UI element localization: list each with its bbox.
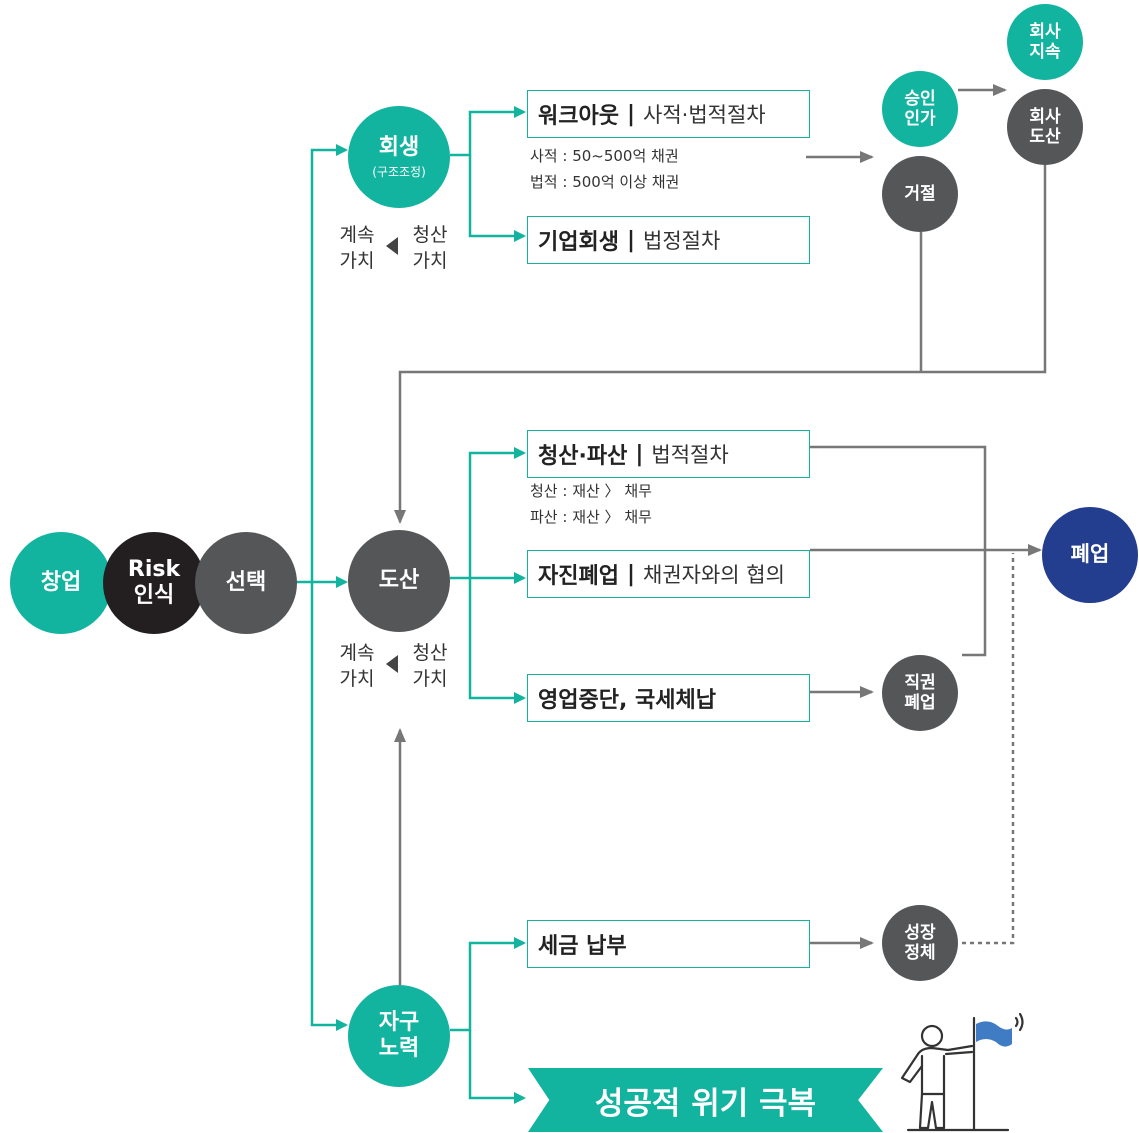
arrow-to-corp-rehab bbox=[468, 155, 526, 242]
choice-label: 선택 bbox=[225, 569, 267, 595]
arrow-to-rehab bbox=[296, 144, 348, 584]
voluntary-title: 자진폐업 bbox=[538, 564, 619, 589]
stagnation-circle: 성장 정체 bbox=[882, 905, 958, 981]
tax-payment-title: 세금 납부 bbox=[538, 934, 627, 959]
risk-label-1: Risk bbox=[127, 556, 181, 582]
dashed-line-to-closure bbox=[962, 553, 1015, 945]
voluntary-procedure: 채권자와의 협의 bbox=[643, 563, 785, 587]
rehab-value-left-1: 계속 bbox=[339, 224, 375, 246]
liquidation-notes: 청산 : 재산 〉 채무 파산 : 재산 〉 채무 bbox=[530, 478, 652, 530]
corp-rehab-procedure: 법정절차 bbox=[643, 229, 721, 253]
comparison-triangle bbox=[386, 655, 398, 673]
rehab-circle: 회생 (구조조정) bbox=[348, 106, 450, 208]
liquidation-note-2: 파산 : 재산 〉 채무 bbox=[530, 508, 652, 526]
approval-circle: 승인 인가 bbox=[882, 71, 958, 147]
closure-circle: 폐업 bbox=[1042, 507, 1138, 603]
arrow-to-success bbox=[468, 1030, 526, 1104]
workout-separator: | bbox=[626, 101, 636, 127]
approval-line2: 인가 bbox=[904, 109, 936, 129]
rehab-title: 회생 bbox=[378, 134, 420, 160]
bankrupt-value-left-1: 계속 bbox=[339, 642, 375, 664]
success-text: 성공적 위기 극복 bbox=[594, 1085, 817, 1122]
bankrupt-value-right-1: 청산 bbox=[412, 642, 448, 664]
bankrupt-title: 도산 bbox=[378, 567, 420, 593]
arrow-to-suspension bbox=[468, 578, 526, 704]
corp-rehab-title: 기업회생 bbox=[538, 230, 619, 255]
bankrupt-going-concern-value: 계속 가치 bbox=[332, 640, 382, 692]
comparison-triangle bbox=[386, 237, 398, 255]
liquidation-title: 청산·파산 bbox=[538, 444, 628, 469]
bankrupt-liquidation-value: 청산 가치 bbox=[405, 640, 455, 692]
arrow-back-to-bankrupt bbox=[394, 165, 1047, 524]
voluntary-separator: | bbox=[626, 561, 636, 587]
suspension-box: 영업중단, 국세체납 bbox=[527, 674, 810, 722]
workout-title: 워크아웃 bbox=[538, 104, 619, 129]
arrow-to-tax bbox=[450, 937, 526, 1032]
company-continue-circle: 회사 지속 bbox=[1007, 4, 1083, 80]
liquidation-separator: | bbox=[635, 441, 644, 467]
rehab-liquidation-value: 청산 가치 bbox=[405, 222, 455, 274]
rehab-subtitle: (구조조정) bbox=[372, 165, 426, 179]
ex-officio-line1: 직권 bbox=[904, 672, 936, 693]
bankrupt-circle: 도산 bbox=[348, 530, 450, 632]
self-effort-circle: 자구 노력 bbox=[348, 985, 450, 1087]
corp-bankrupt-line2: 도산 bbox=[1029, 127, 1061, 147]
liquidation-note-1: 청산 : 재산 〉 채무 bbox=[530, 482, 652, 500]
liquidation-box: 청산·파산 | 법적절차 bbox=[527, 430, 810, 478]
rehab-value-left-2: 가치 bbox=[339, 250, 375, 272]
company-bankrupt-circle: 회사 도산 bbox=[1007, 89, 1083, 165]
workout-procedure: 사적·법적절차 bbox=[643, 103, 766, 127]
stagnation-line2: 정체 bbox=[904, 943, 936, 963]
workout-note-2: 법적 : 500억 이상 채권 bbox=[530, 173, 680, 191]
self-effort-line1: 자구 bbox=[378, 1009, 420, 1035]
risk-circle: Risk 인식 bbox=[103, 532, 205, 634]
workout-notes: 사적 : 50~500억 채권 법적 : 500억 이상 채권 bbox=[530, 143, 679, 195]
arrow-to-liquidation bbox=[450, 447, 526, 580]
bankrupt-value-right-2: 가치 bbox=[412, 668, 448, 690]
ex-officio-closure-circle: 직권 폐업 bbox=[882, 655, 958, 731]
closure-label: 폐업 bbox=[1070, 542, 1110, 567]
ex-officio-line2: 폐업 bbox=[904, 693, 936, 713]
continue-line1: 회사 bbox=[1029, 21, 1061, 42]
arrow-to-self-effort bbox=[310, 582, 348, 1031]
rehab-value-right-2: 가치 bbox=[412, 250, 448, 272]
stagnation-line1: 성장 bbox=[904, 922, 936, 943]
bankrupt-value-left-2: 가치 bbox=[339, 668, 375, 690]
liquidation-procedure: 법적절차 bbox=[651, 443, 729, 467]
tax-payment-box: 세금 납부 bbox=[527, 920, 810, 968]
arrow-to-workout bbox=[450, 106, 526, 157]
person-with-flag-icon bbox=[900, 1012, 1024, 1132]
founding-label: 창업 bbox=[40, 569, 82, 595]
corp-rehab-box: 기업회생 | 법정절차 bbox=[527, 216, 810, 264]
rehab-value-right-1: 청산 bbox=[412, 224, 448, 246]
choice-circle: 선택 bbox=[195, 532, 297, 634]
suspension-title: 영업중단, 국세체납 bbox=[538, 688, 716, 713]
rejection-circle: 거절 bbox=[882, 156, 958, 232]
self-effort-line2: 노력 bbox=[378, 1036, 420, 1061]
success-banner: 성공적 위기 극복 bbox=[528, 1068, 883, 1132]
corp-bankrupt-line1: 회사 bbox=[1029, 106, 1061, 127]
workout-box: 워크아웃 | 사적·법적절차 bbox=[527, 90, 810, 138]
corp-rehab-separator: | bbox=[626, 227, 636, 253]
risk-label-2: 인식 bbox=[133, 583, 175, 608]
founding-circle: 창업 bbox=[10, 532, 112, 634]
rejection-label: 거절 bbox=[904, 183, 936, 204]
rehab-going-concern-value: 계속 가치 bbox=[332, 222, 382, 274]
workout-note-1: 사적 : 50~500억 채권 bbox=[530, 147, 679, 165]
voluntary-closure-box: 자진폐업 | 채권자와의 협의 bbox=[527, 550, 810, 598]
continue-line2: 지속 bbox=[1029, 42, 1061, 62]
approval-line1: 승인 bbox=[904, 88, 936, 109]
